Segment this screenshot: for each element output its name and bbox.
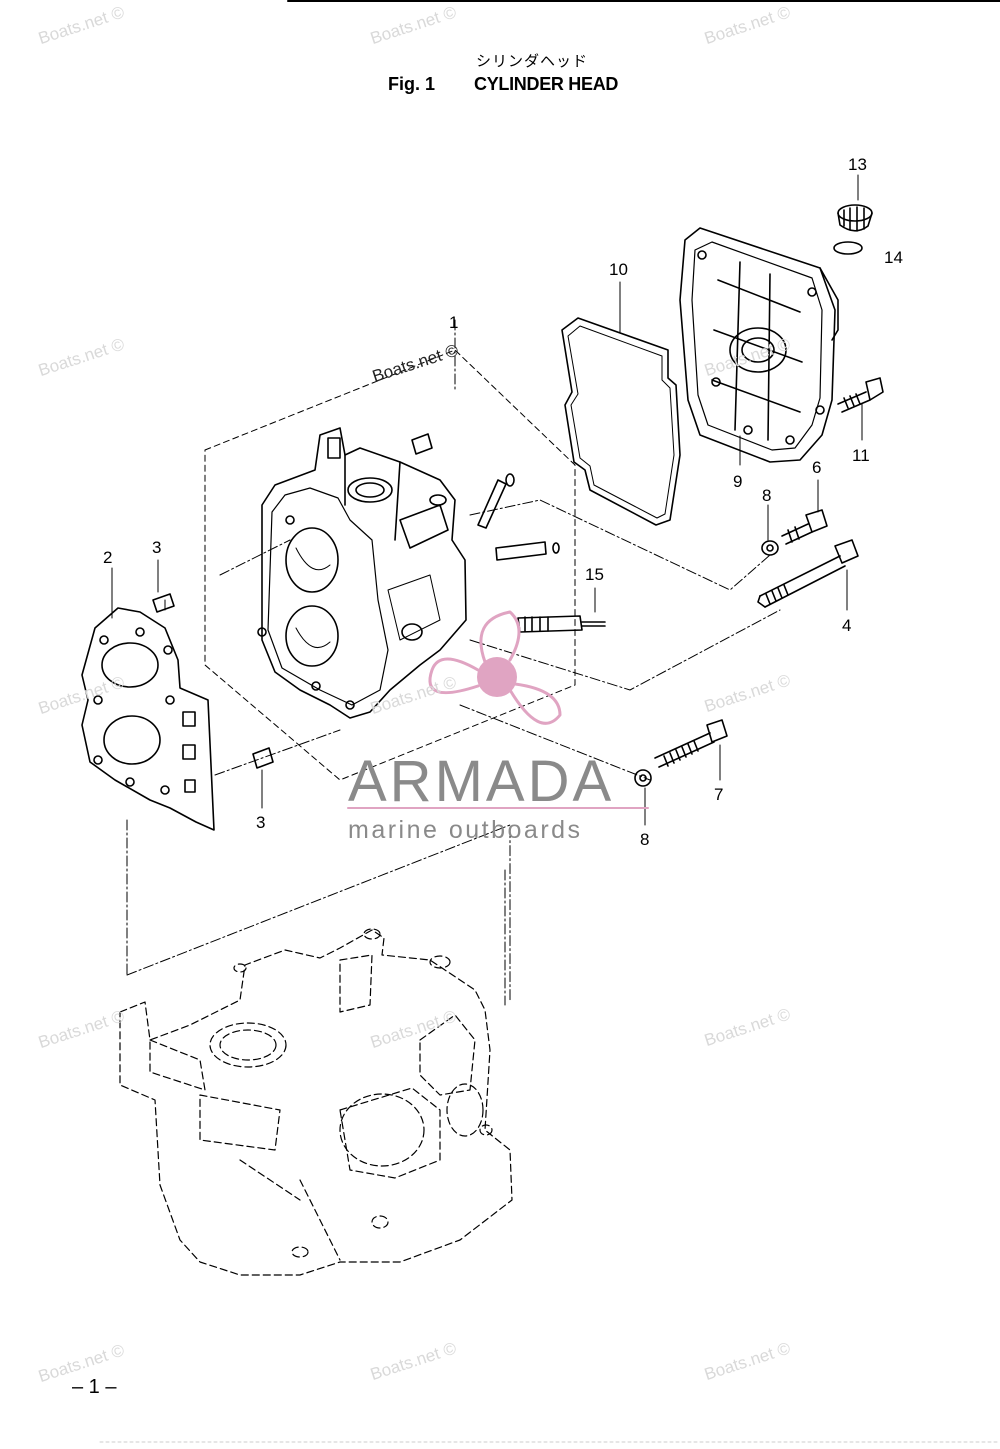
callout-13: 13 xyxy=(848,155,867,174)
callout-7: 7 xyxy=(714,785,724,804)
callout-11: 11 xyxy=(852,446,870,465)
head-bolt-front xyxy=(654,719,728,768)
cylinder-head xyxy=(257,427,467,719)
japanese-title: シリンダヘッド xyxy=(476,52,589,70)
cover-bolt xyxy=(837,377,884,413)
assembly-boundary xyxy=(204,349,576,781)
armada-propeller-logo xyxy=(428,610,562,725)
washer-lower xyxy=(634,769,652,787)
cylinder-head-gasket xyxy=(81,607,215,831)
engine-block xyxy=(119,928,513,1276)
washer-upper xyxy=(761,540,779,556)
callout-3-lower: 3 xyxy=(256,813,266,832)
figure-title: CYLINDER HEAD xyxy=(474,74,619,94)
callout-4: 4 xyxy=(842,616,852,635)
callout-8-lower: 8 xyxy=(640,830,650,849)
callout-2: 2 xyxy=(103,548,113,567)
oil-cap-o-ring xyxy=(833,241,863,255)
figure-label: Fig. 1 xyxy=(388,74,436,94)
head-bolt-long xyxy=(757,539,859,608)
armada-logo-text: ARMADA xyxy=(348,749,615,814)
rocker-cover xyxy=(679,227,839,463)
callout-8-upper: 8 xyxy=(762,486,772,505)
head-bolt-short xyxy=(781,509,828,545)
callout-1: 1 xyxy=(449,313,459,332)
callout-9: 9 xyxy=(733,472,743,491)
callout-10: 10 xyxy=(609,260,628,279)
callout-6: 6 xyxy=(812,458,822,477)
callout-3-upper: 3 xyxy=(152,538,162,557)
page-number: – 1 – xyxy=(72,1376,117,1398)
callout-14: 14 xyxy=(884,248,903,267)
spark-plug xyxy=(517,615,606,633)
valve-guides xyxy=(411,433,560,561)
callout-leaders xyxy=(111,174,863,826)
alignment-lines xyxy=(126,319,781,1006)
callout-15: 15 xyxy=(585,565,604,584)
dowel-pins xyxy=(152,593,274,769)
oil-filler-cap xyxy=(837,204,873,232)
rocker-cover-gasket xyxy=(561,317,681,526)
armada-tagline: marine outboards xyxy=(348,816,583,844)
